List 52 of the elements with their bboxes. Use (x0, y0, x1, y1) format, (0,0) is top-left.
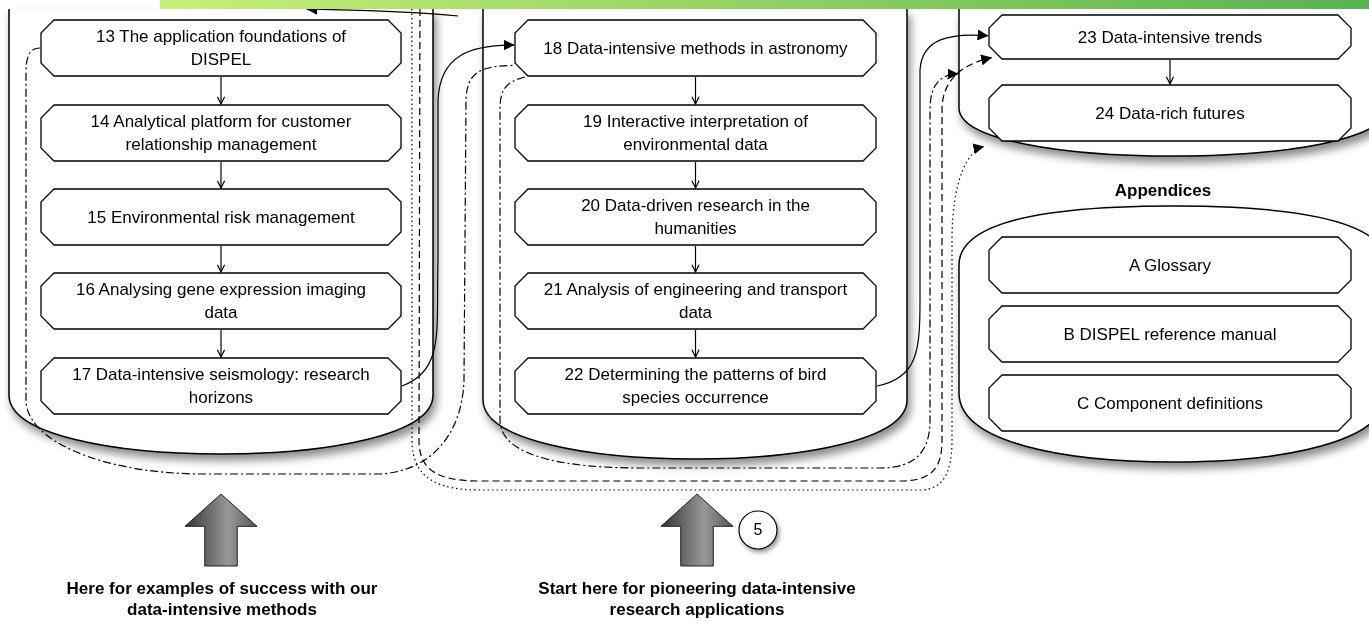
connector-arrow (499, 69, 959, 469)
connector-arrow (691, 161, 700, 189)
chapter-box (40, 188, 402, 246)
chapter-box (40, 19, 402, 77)
chapter-title: 14 Analytical platform for customer relationship management (89, 111, 353, 156)
connector-arrow (691, 76, 700, 105)
chapter-box (988, 374, 1352, 432)
chapter-box (40, 357, 402, 415)
connector-arrow (216, 76, 226, 105)
chapter-title: 15 Environmental risk management (87, 206, 355, 229)
chapter-box (988, 84, 1352, 142)
chapter-title: 16 Analysing gene expression imaging data (74, 279, 368, 324)
connector-arrow (401, 39, 515, 387)
chapter-box (514, 188, 877, 246)
block-arrow (184, 493, 258, 567)
callout-number: 5 (753, 521, 763, 539)
chapter-title: 23 Data-intensive trends (1077, 26, 1263, 49)
connector-arrow (876, 29, 989, 387)
chapter-title: A Glossary (1128, 254, 1212, 277)
chapter-title: 13 The application foundations of DISPEL (94, 26, 348, 71)
cylinder-container (8, 9, 434, 455)
cylinder-container (958, 9, 1369, 157)
arrow-caption: Start here for pioneering data-intensive research applications (537, 578, 857, 620)
connector-arrow (1165, 59, 1175, 85)
chapter-box (514, 19, 877, 77)
arrow-caption: Here for examples of success with our data-intensive methods (65, 578, 379, 620)
chapter-box (988, 14, 1352, 60)
chapter-box (988, 236, 1352, 294)
callout-circle (738, 510, 778, 550)
chapter-box (514, 272, 877, 330)
connector-arrow (691, 329, 700, 358)
chapter-title: 19 Interactive interpretation of environmental data (582, 111, 809, 156)
chapter-box (514, 104, 877, 162)
chapter-box (514, 357, 877, 415)
chapter-title: 22 Determining the patterns of bird species occurrence (563, 364, 828, 409)
chapter-title: 20 Data-driven research in the humanities (580, 195, 811, 240)
chapter-title: 24 Data-rich futures (1095, 102, 1245, 125)
block-arrow (660, 493, 734, 567)
chapter-title: B DISPEL reference manual (1063, 323, 1277, 346)
connector-arrow (216, 245, 226, 273)
chapter-box (988, 305, 1352, 363)
connector-arrow (216, 329, 226, 358)
chapter-title: C Component definitions (1076, 392, 1264, 415)
section-heading: Appendices (1114, 180, 1212, 202)
chapter-title: 21 Analysis of engineering and transport data (542, 279, 849, 324)
connector-arrow (691, 245, 700, 273)
connector-arrow (216, 161, 226, 189)
cylinder-container (482, 9, 908, 460)
chapter-title: 18 Data-intensive methods in astronomy (543, 37, 848, 60)
chapter-box (40, 272, 402, 330)
chapter-box (40, 104, 402, 162)
chapter-title: 17 Data-intensive seismology: research horizons (71, 364, 371, 409)
